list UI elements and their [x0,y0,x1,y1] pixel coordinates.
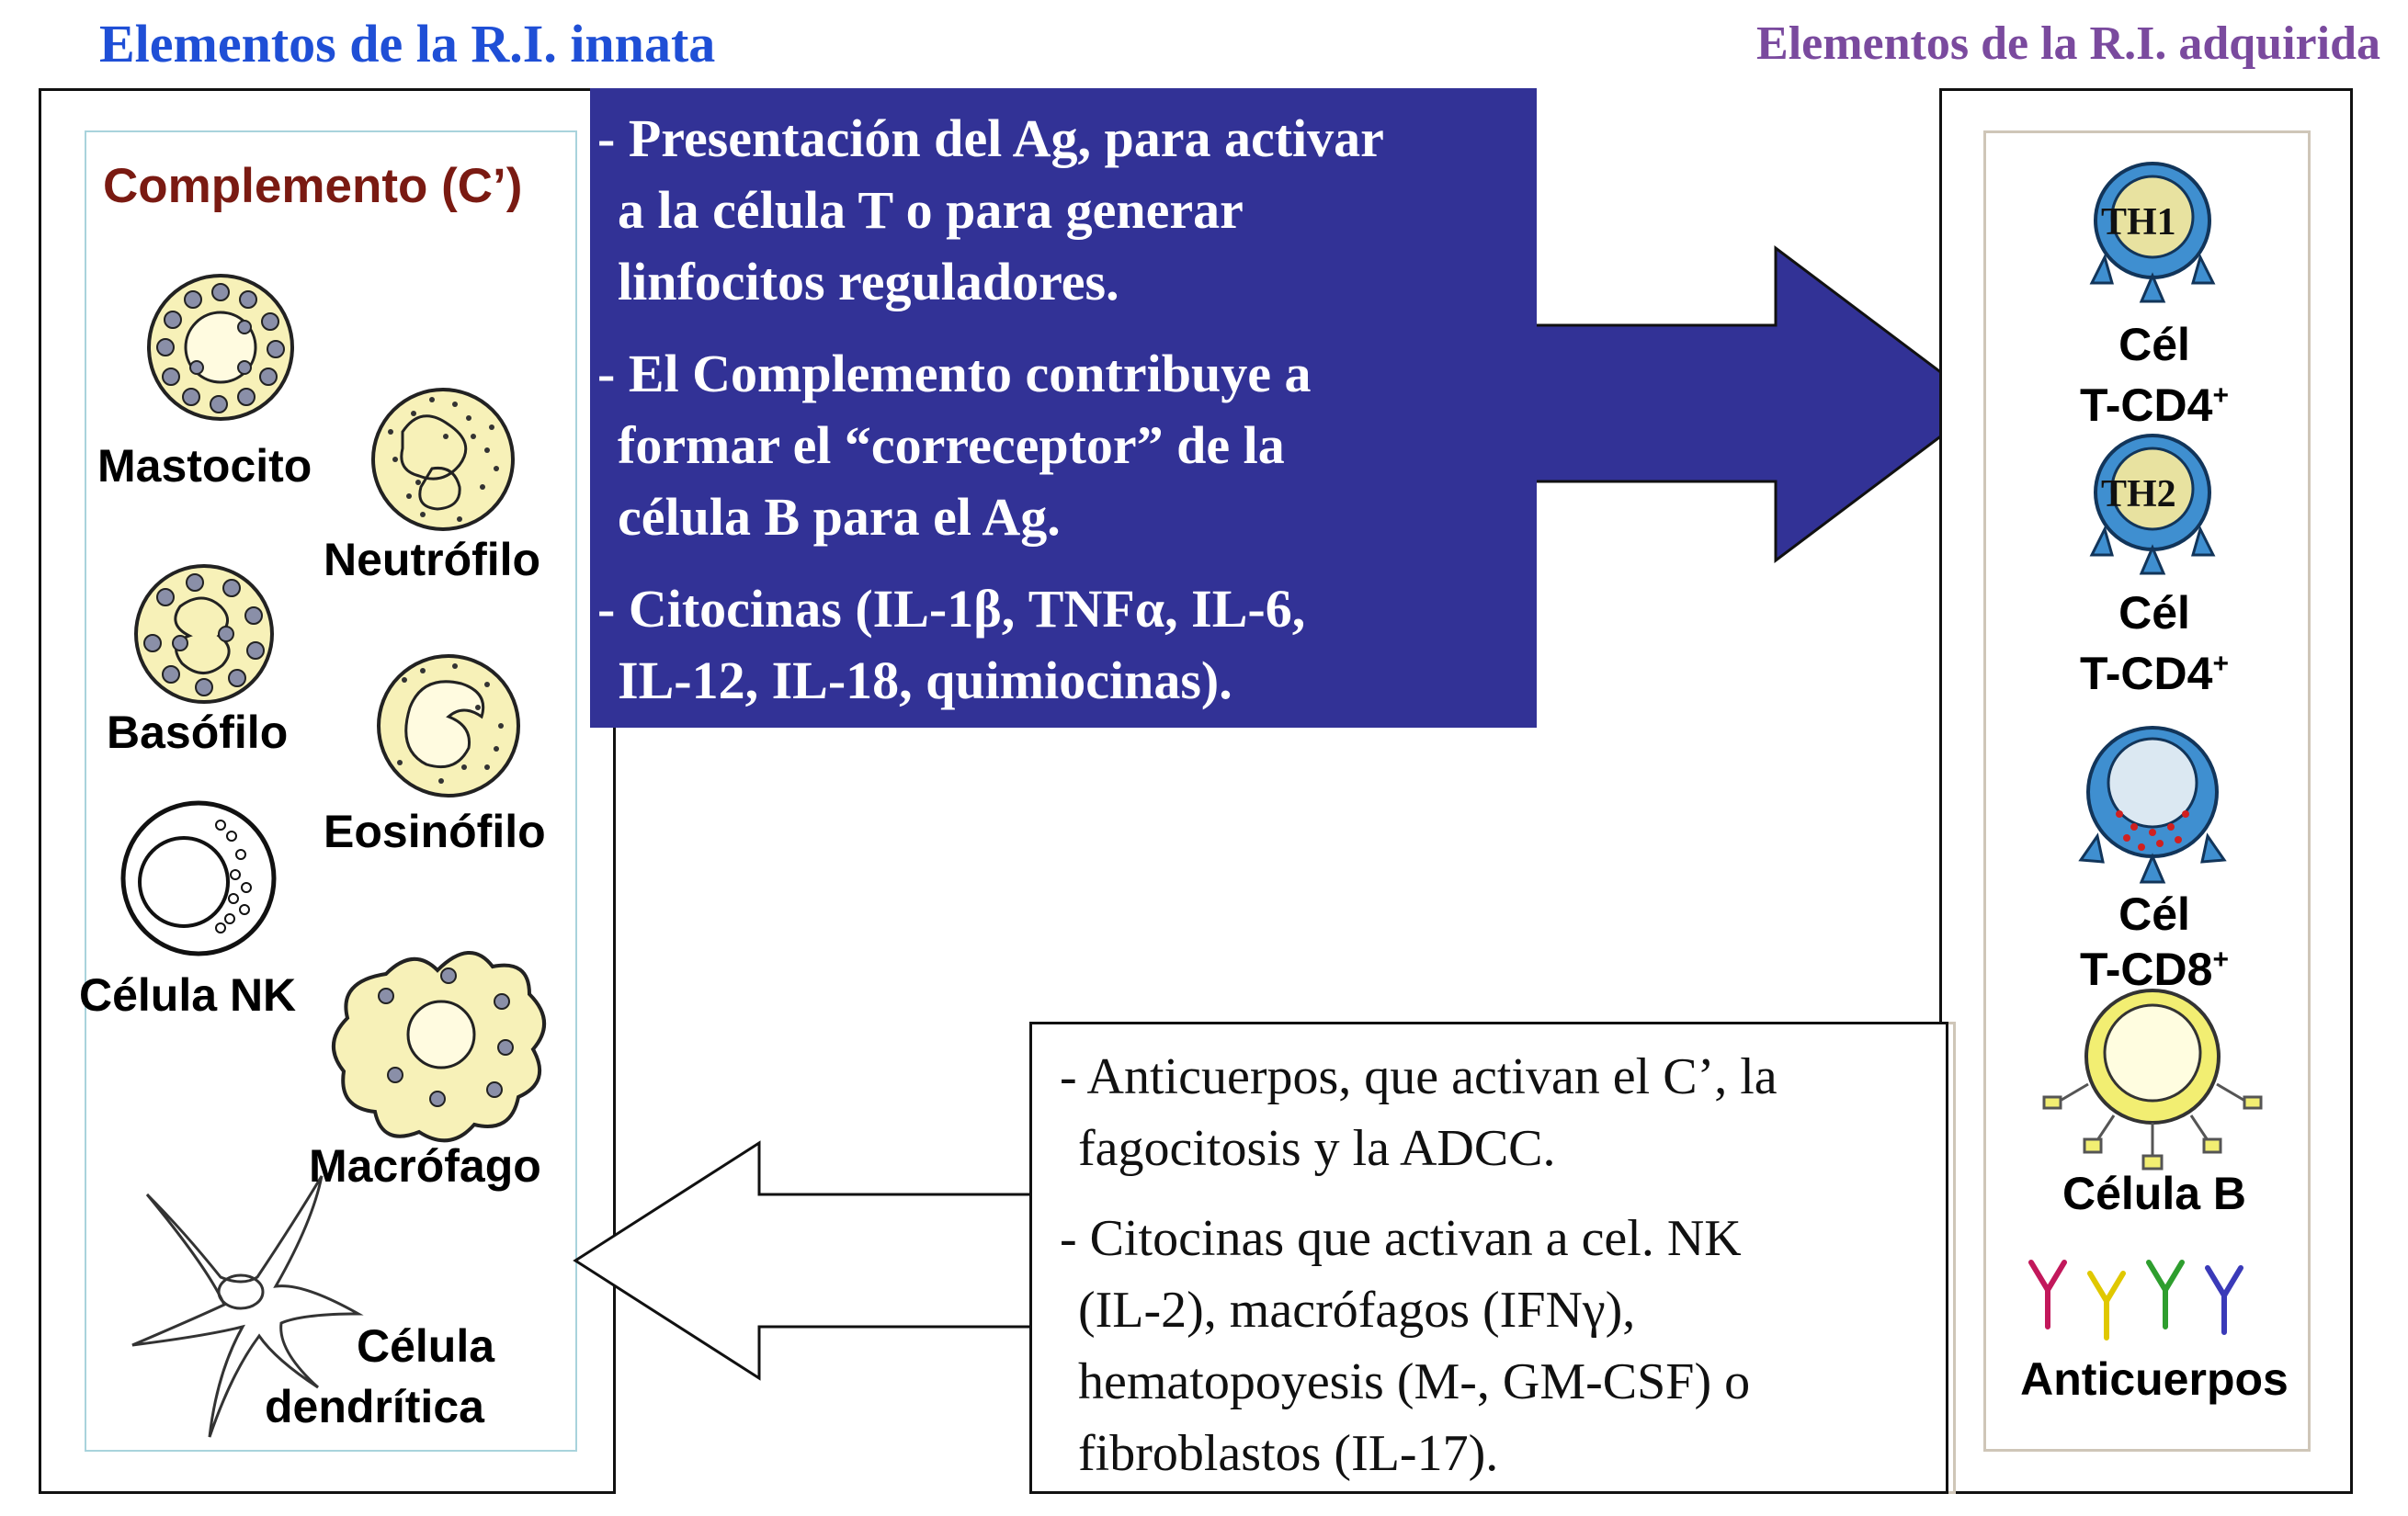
text-line: hematopoyesis (M-, GM-CSF) o [1078,1353,1751,1410]
tcd4-text: T-CD4 [2080,648,2213,699]
antibodies-label: Anticuerpos [2020,1353,2289,1405]
tcd8-label: T-CD8+ [2016,941,2292,998]
cytokines-innate-text: - Citocinas (IL-1β, TNFα, IL-6, IL-12, I… [597,573,1509,717]
th2-tcd4-label: T-CD4+ [2016,645,2292,702]
b-cell-label: Célula B [2062,1168,2247,1219]
antigen-presentation-text: - Presentación del Ag, para activar a la… [597,103,1509,318]
th1-cell-icon [2089,162,2216,303]
th2-cell-icon [2089,434,2216,575]
innate-cells-art [120,274,547,1438]
text-line: IL-12, IL-18, quimiocinas). [618,651,1232,710]
plus-superscript: + [2212,945,2229,975]
acquired-cells-art [2028,162,2263,1341]
cytokines-acquired-text: - Citocinas que activan a cel. NK (IL-2)… [1060,1203,1937,1489]
acquired-to-innate-panel: - Anticuerpos, que activan el C’, la fag… [1029,1022,1948,1494]
text-line: célula B para el Ag. [618,487,1061,547]
dendritic-label-line2: dendrítica [265,1381,484,1432]
nk-cell-label: Célula NK [79,969,297,1021]
dendritic-cell-icon [131,1175,364,1438]
text-line: - Presentación del Ag, para activar [597,108,1384,168]
innate-box [39,88,616,1494]
text-line: (IL-2), macrófagos (IFNγ), [1078,1282,1636,1339]
text-line: formar el “correceptor” de la [618,415,1285,475]
acquired-inner-frame [1983,130,2311,1452]
tcd8-text: T-CD8 [2080,944,2213,995]
text-line: a la célula T o para generar [618,180,1244,240]
text-line: - El Complemento contribuye a [597,344,1312,403]
text-line: fibroblastos (IL-17). [1078,1425,1499,1482]
cd8-cel-label: Cél [2118,888,2190,940]
th1-tcd4-label: T-CD4+ [2016,377,2292,434]
nk-cell-icon [120,800,277,956]
acquired-to-innate-arrow [573,1140,1040,1381]
eosinophil-label: Eosinófilo [324,806,546,857]
cd8-cell-icon [2078,726,2227,884]
acquired-title: Elementos de la R.I. adquirida [1756,17,2380,70]
antibodies-icon [2028,1260,2243,1341]
text-line: - Citocinas que activan a cel. NK [1060,1210,1742,1267]
th1-badge: TH1 [2101,201,2176,243]
macrophage-icon [331,950,547,1143]
th2-badge: TH2 [2101,473,2176,515]
macrophage-label: Macrófago [309,1140,541,1192]
complement-label: Complemento (C’) [103,159,523,213]
tcd4-text: T-CD4 [2080,379,2213,431]
plus-superscript: + [2212,380,2229,411]
innate-to-acquired-panel: - Presentación del Ag, para activar a la… [590,88,1537,728]
basophil-label: Basófilo [107,707,289,758]
antibodies-text: - Anticuerpos, que activan el C’, la fag… [1060,1041,1937,1184]
mastocyte-icon [147,274,294,421]
innate-to-acquired-arrow [1515,244,1986,564]
innate-title: Elementos de la R.I. innata [99,14,716,74]
th1-cel-label: Cél [2118,319,2190,370]
text-line: linfocitos reguladores. [618,252,1119,311]
th2-cel-label: Cél [2118,587,2190,639]
basophil-icon [134,564,274,704]
eosinophil-icon [377,654,520,798]
innate-inner-frame [85,130,577,1452]
neutrophil-label: Neutrófilo [324,534,541,585]
text-line: - Citocinas (IL-1β, TNFα, IL-6, [597,579,1306,639]
b-cell-icon [2042,989,2263,1171]
dendritic-label-line1: Célula [357,1320,495,1372]
plus-superscript: + [2212,649,2229,679]
text-line: fagocitosis y la ADCC. [1078,1120,1556,1177]
text-line: - Anticuerpos, que activan el C’, la [1060,1048,1778,1105]
mastocyte-label: Mastocito [97,440,312,492]
neutrophil-icon [371,388,515,531]
complement-coreceptor-text: - El Complemento contribuye a formar el … [597,338,1509,553]
